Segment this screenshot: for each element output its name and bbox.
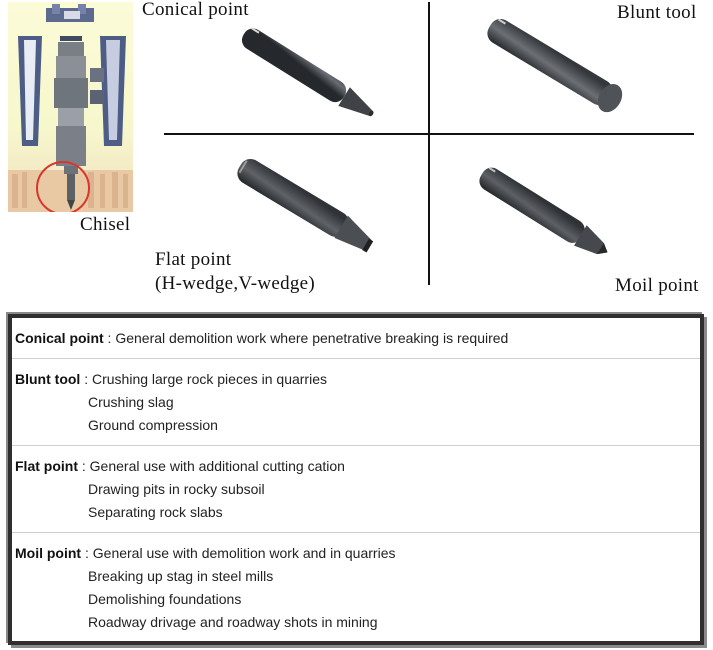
quadrant-divider-horizontal bbox=[164, 133, 694, 135]
row-separator: : bbox=[78, 458, 90, 474]
moil-point-image bbox=[479, 167, 608, 255]
row-use: Crushing large rock pieces in quarries bbox=[91, 371, 327, 387]
flat-point-subtitle: (H-wedge,V-wedge) bbox=[155, 273, 316, 294]
row-use: Breaking up stag in steel mills bbox=[88, 568, 274, 584]
quadrant-divider-vertical bbox=[428, 2, 430, 285]
table-row-flat-point: Flat point : General use with additional… bbox=[12, 446, 700, 533]
row-tool-name: Conical point bbox=[15, 330, 104, 346]
breaker-exploded-view-image bbox=[8, 2, 133, 212]
row-use: Crushing slag bbox=[88, 394, 174, 410]
moil-point-label: Moil point bbox=[615, 275, 699, 296]
blunt-tool-image bbox=[487, 18, 623, 113]
tool-applications-table: Conical point : General demolition work … bbox=[8, 314, 704, 645]
conical-point-label: Conical point bbox=[142, 0, 249, 20]
table-row-blunt-tool: Blunt tool : Crushing large rock pieces … bbox=[12, 359, 700, 446]
flat-point-title: Flat point bbox=[155, 249, 232, 270]
row-use: Separating rock slabs bbox=[88, 504, 223, 520]
row-separator: : bbox=[80, 371, 92, 387]
row-use: General demolition work where penetrativ… bbox=[115, 330, 509, 346]
table-row-conical-point: Conical point : General demolition work … bbox=[12, 318, 700, 359]
row-use: Ground compression bbox=[88, 417, 218, 433]
flat-point-image bbox=[237, 158, 374, 253]
row-use: Demolishing foundations bbox=[88, 591, 242, 607]
table-row-moil-point: Moil point : General use with demolition… bbox=[12, 533, 700, 642]
row-tool-name: Flat point bbox=[15, 458, 78, 474]
row-separator: : bbox=[81, 545, 93, 561]
flat-point-label: Flat point (H-wedge,V-wedge) bbox=[155, 248, 315, 296]
row-use: Drawing pits in rocky subsoil bbox=[88, 481, 265, 497]
conical-point-image bbox=[241, 27, 374, 117]
tool-illustration: Chisel Conical point Blunt tool bbox=[0, 0, 713, 305]
row-use: General use with additional cutting cati… bbox=[89, 458, 345, 474]
chisel-label: Chisel bbox=[80, 214, 131, 235]
row-separator: : bbox=[103, 330, 116, 346]
blunt-tool-label: Blunt tool bbox=[617, 2, 697, 23]
row-use: Roadway drivage and roadway shots in min… bbox=[88, 614, 378, 630]
row-use: General use with demolition work and in … bbox=[92, 545, 396, 561]
row-tool-name: Moil point bbox=[15, 545, 82, 561]
row-tool-name: Blunt tool bbox=[15, 371, 81, 387]
